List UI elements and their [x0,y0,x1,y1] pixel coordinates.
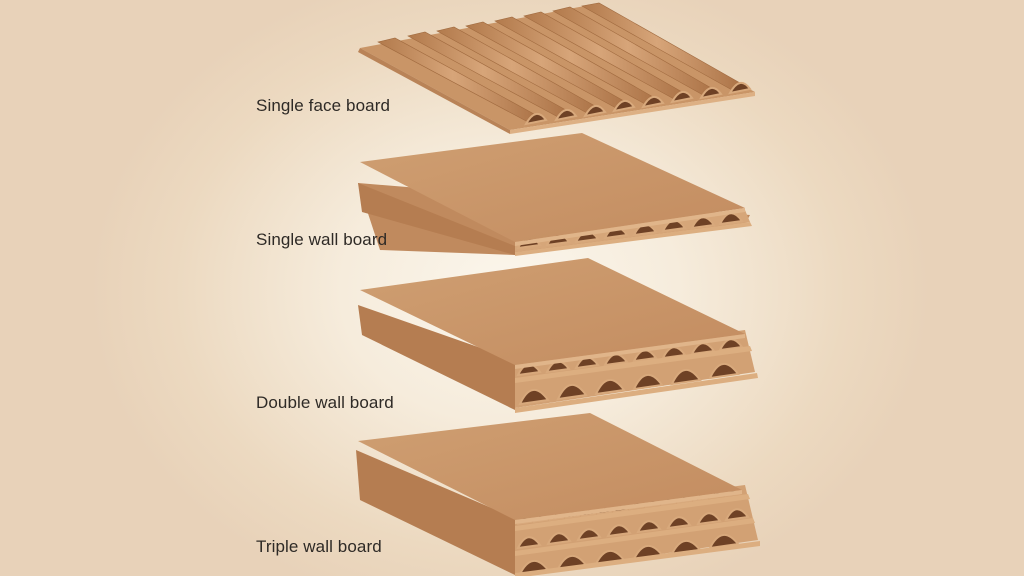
triple-wall-board [356,413,760,576]
label-double-wall-board: Double wall board [256,393,394,412]
double-wall-board [358,258,758,413]
single-wall-board [358,133,752,256]
label-single-wall-board: Single wall board [256,230,388,249]
label-triple-wall-board: Triple wall board [256,537,382,556]
single-face-board [358,2,755,134]
label-single-face-board: Single face board [256,96,391,115]
